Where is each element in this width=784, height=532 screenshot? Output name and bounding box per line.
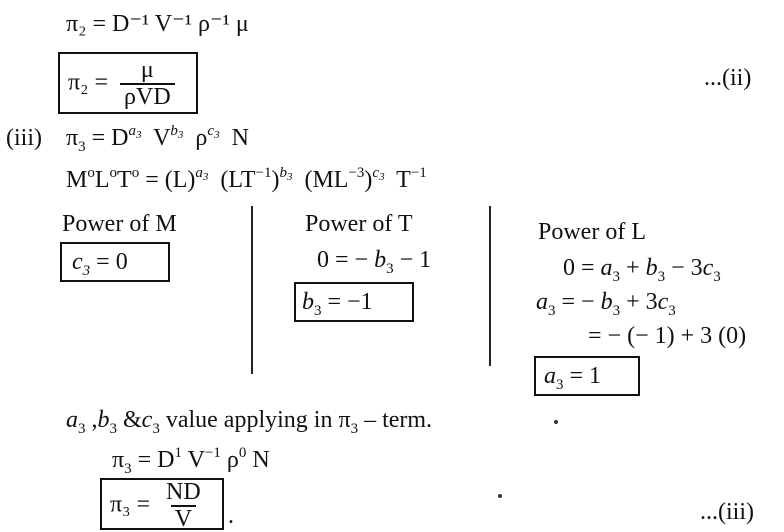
pi3-numerator: ND xyxy=(166,479,201,505)
a3-result: a3 = 1 xyxy=(544,363,602,393)
pi2-lhs: π₂ = xyxy=(68,69,109,96)
equation-tag-ii: ...(ii) xyxy=(704,65,752,91)
c3-result-box xyxy=(60,242,170,282)
pi3-general-expression: π3 = Da3 Vb3 ρc3 N xyxy=(66,123,249,155)
pi2-result: π₂ = μ ρVD xyxy=(68,57,175,110)
apply-values-text: a3 ,b3 &c3 value applying in π3 – term. xyxy=(66,407,433,437)
pi3-trailing-period: . xyxy=(228,503,234,529)
pi2-expression: π₂ = D⁻¹ V⁻¹ ρ⁻¹ μ xyxy=(66,11,249,37)
power-of-l-equation-2: a3 = − b3 + 3c3 xyxy=(536,289,676,319)
pi3-denominator: V xyxy=(170,505,197,532)
pi3-lhs: π₃ = xyxy=(110,491,151,518)
c3-result: c3 = 0 xyxy=(72,249,128,279)
power-of-l-equation-1: 0 = a3 + b3 − 3c3 xyxy=(563,255,721,285)
b3-result-box xyxy=(294,282,414,322)
column-divider-left xyxy=(251,206,253,374)
pi3-result-box xyxy=(100,478,224,530)
dimensional-equation: MoLoTo = (L)a3 (LT−1)b3 (ML−3)c3 T−1 xyxy=(66,165,427,193)
b3-result: b3 = −1 xyxy=(302,289,373,319)
pi2-fraction: μ ρVD xyxy=(120,57,175,110)
power-of-l-equation-3: = − (− 1) + 3 (0) xyxy=(588,323,747,349)
pi2-denominator: ρVD xyxy=(120,83,175,110)
pi3-fraction: ND V xyxy=(162,479,205,532)
equation-tag-iii: ...(iii) xyxy=(700,499,754,525)
power-of-m-heading: Power of M xyxy=(62,211,177,237)
pi2-numerator: μ xyxy=(140,57,154,83)
pi2-result-box xyxy=(58,52,198,114)
stray-mark xyxy=(554,420,558,424)
step-label: (iii) xyxy=(6,125,42,151)
column-divider-right xyxy=(489,206,491,366)
power-of-t-equation: 0 = − b3 − 1 xyxy=(317,247,432,277)
pi3-result: π₃ = ND V xyxy=(110,479,205,532)
power-of-l-heading: Power of L xyxy=(538,219,646,245)
stray-mark-2 xyxy=(498,494,502,498)
a3-result-box xyxy=(534,356,640,396)
power-of-t-heading: Power of T xyxy=(305,211,413,237)
pi3-substituted-expression: π3 = D1 V−1 ρ0 N xyxy=(112,445,270,477)
